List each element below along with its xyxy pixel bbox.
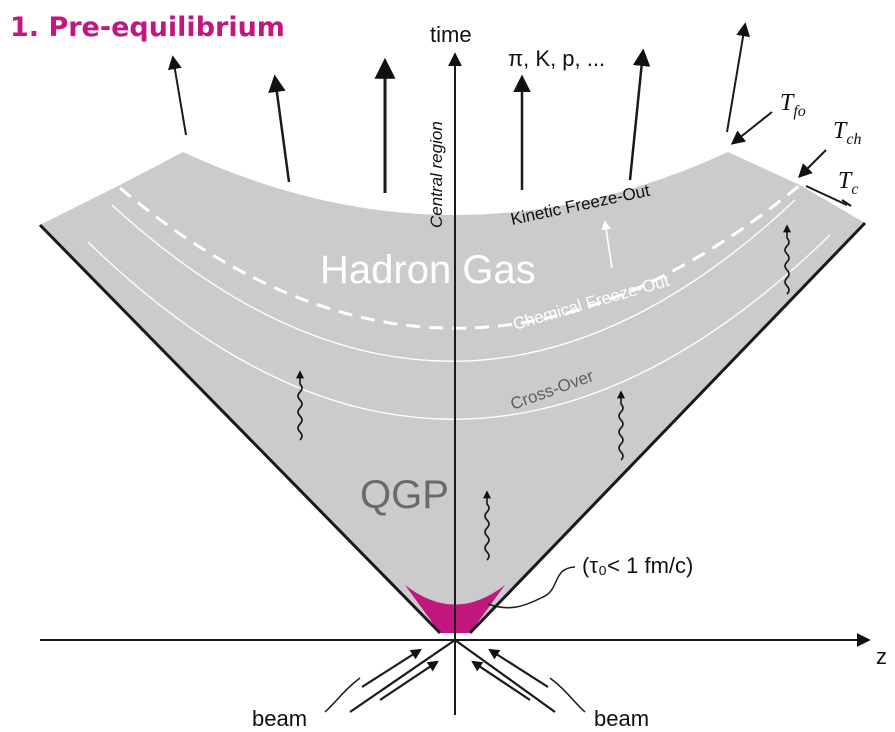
cross-over-curve [87, 234, 831, 420]
chemical-freeze-out-curve [119, 183, 801, 330]
medium-region [40, 152, 865, 633]
central-region-label: Central region [427, 121, 446, 228]
beam-left-leader [324, 677, 361, 713]
particles-label: π, K, p, ... [508, 46, 605, 71]
t-c-label: Tc [838, 168, 858, 198]
beam-right-label: beam [594, 706, 649, 731]
light-cone-right [468, 221, 867, 635]
tau0-leader [487, 566, 576, 609]
time-axis-label: time [430, 22, 472, 47]
light-cone-left [38, 223, 442, 635]
beam-right-leader [549, 677, 586, 713]
page-title: 1. Pre-equilibrium [10, 12, 285, 43]
tau0-label: (τ₀< 1 fm/c) [582, 553, 693, 578]
particle-arrows [167, 22, 751, 193]
freeze-out-arrow [601, 220, 613, 269]
photon-wavy-arrows [296, 224, 791, 561]
z-axis-label: z [876, 644, 887, 669]
temperature-arrows [730, 111, 852, 207]
t-fo-label: Tfo [780, 90, 806, 120]
qgp-label: QGP [360, 473, 449, 517]
beam-left-label: beam [252, 706, 307, 731]
beam-lines [349, 639, 556, 713]
hadron-gas-label: Hadron Gas [320, 248, 536, 292]
t-ch-label: Tch [833, 118, 861, 148]
